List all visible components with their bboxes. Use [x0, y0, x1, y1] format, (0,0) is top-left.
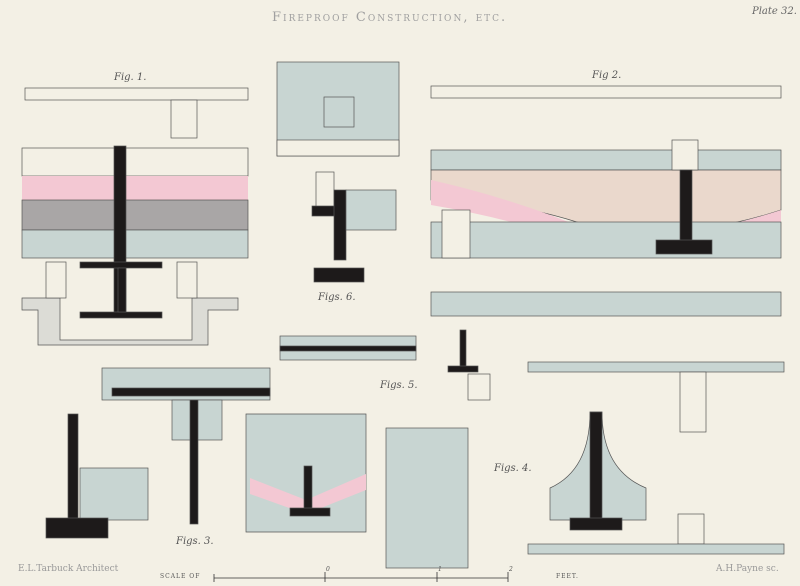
fig6-drawing [276, 61, 400, 283]
plate-title: Fireproof Construction, etc. [272, 10, 508, 25]
fig1-label: Fig. 1. [114, 72, 147, 83]
scale-mark-0: 0 [326, 566, 330, 573]
scale-bar [213, 572, 509, 582]
plate-number: Plate 32. [752, 6, 797, 17]
fig6-label: Figs. 6. [318, 292, 356, 303]
fig3-drawing [45, 367, 469, 569]
fig1-drawing [21, 87, 249, 346]
engraver-credit: A.H.Payne sc. [716, 564, 779, 574]
fig4-drawing [527, 361, 785, 555]
fig5-drawing [279, 329, 491, 401]
fig4-label: Figs. 4. [494, 463, 532, 474]
architect-credit: E.L.Tarbuck Architect [18, 564, 119, 574]
fig3-label: Figs. 3. [176, 536, 214, 547]
fig5-label: Figs. 5. [380, 380, 418, 391]
fig2-drawing [430, 85, 782, 317]
scale-label: SCALE OF [160, 573, 201, 580]
scale-mark-2: 2 [509, 566, 513, 573]
scale-mark-1: 1 [438, 566, 442, 573]
scale-unit: FEET. [556, 573, 579, 580]
fig2-label: Fig 2. [592, 70, 622, 81]
